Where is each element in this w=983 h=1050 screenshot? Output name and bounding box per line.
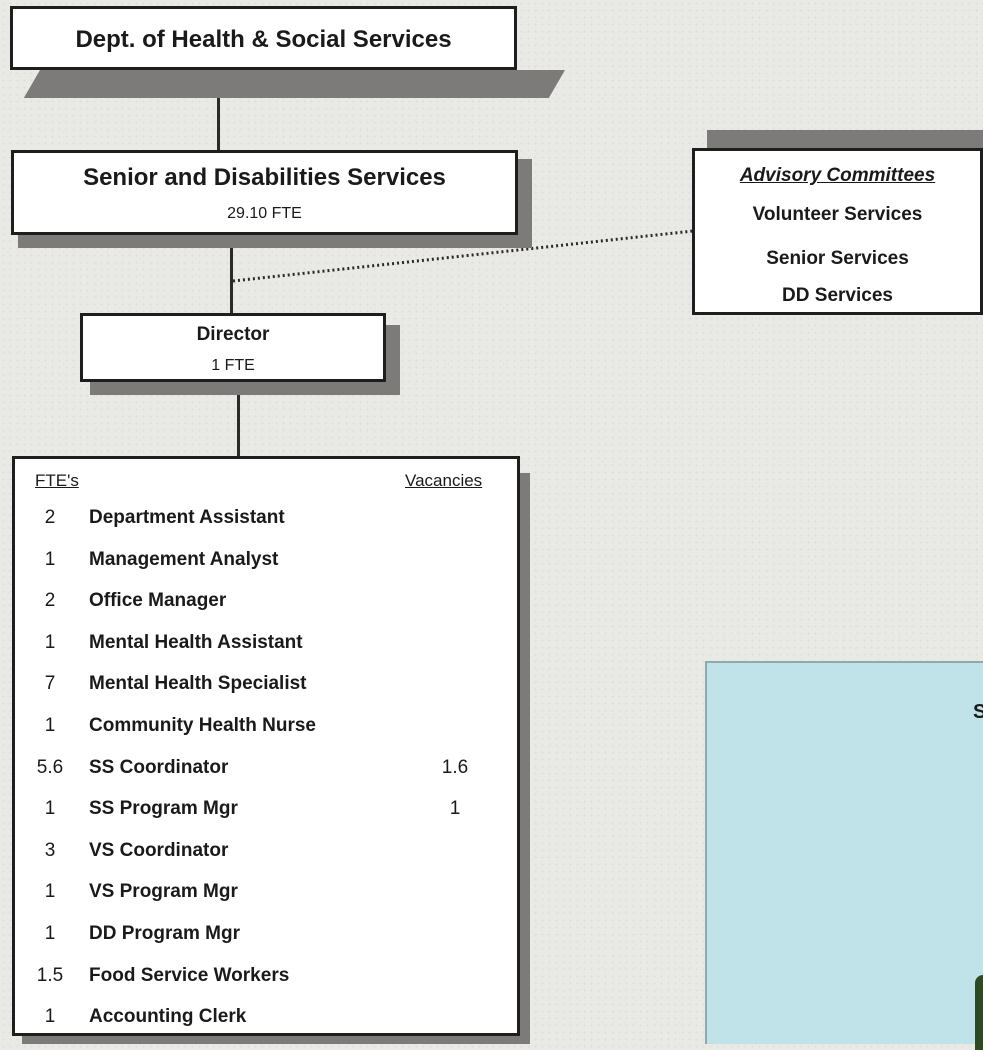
staff-row: 7 Mental Health Specialist [15,673,517,714]
staff-row: 1 Accounting Clerk [15,1006,517,1047]
advisory-item-senior-services: Senior Services [766,248,909,269]
staff-row-position: Office Manager [89,590,227,612]
staff-row-fte: 7 [44,673,56,695]
staff-row-fte: 1 [44,881,56,903]
staff-row-fte: 1.5 [36,964,64,986]
staff-row: 2 Department Assistant [15,507,517,548]
vacancies-column-header: Vacancies [405,471,483,490]
staff-row: 2 Office Manager [15,590,517,631]
advisory-item-volunteer-services: Volunteer Services [752,204,923,225]
staff-row-position: SS Coordinator [89,756,229,778]
staff-row: 1 Community Health Nurse [15,715,517,756]
dept-box: Dept. of Health & Social Services [10,6,517,70]
staff-row-position: SS Program Mgr [89,798,238,820]
fte-column-header: FTE's [35,471,79,490]
staff-row: 1 Mental Health Assistant [15,632,517,673]
staff-row-fte: 1 [44,548,56,570]
staff-row: 3 VS Coordinator [15,840,517,881]
staff-row-position: DD Program Mgr [89,923,240,944]
cropped-panel-text: S [973,701,983,723]
dept-title: Dept. of Health & Social Services [75,26,452,53]
staff-row-position: Community Health Nurse [89,715,316,736]
director-box: Director 1 FTE [80,313,386,382]
director-fte: 1 FTE [211,357,255,374]
cropped-green-shape [975,975,983,1050]
staff-row-fte: 3 [44,839,56,861]
advisory-heading: Advisory Committees [739,165,936,186]
connector-director-to-staff [237,383,240,456]
staff-row-fte: 1 [44,1006,56,1028]
division-fte: 29.10 FTE [227,205,302,222]
staff-row: 1 VS Program Mgr [15,881,517,922]
staff-row-fte: 1 [44,923,56,944]
staff-row-vacancies: 1 [449,798,461,820]
staff-row: 1.5 Food Service Workers [15,965,517,1006]
staff-row-fte: 1 [44,715,56,736]
dept-box-shadow [23,70,566,98]
advisory-item-dd-services: DD Services [782,285,893,306]
staff-row-position: VS Program Mgr [89,881,238,903]
staff-row-fte: 5.6 [36,756,64,778]
staff-row-fte: 2 [44,507,56,528]
staff-row-position: Food Service Workers [89,964,290,986]
staff-row-position: Mental Health Specialist [89,673,307,695]
staff-row: 1 SS Program Mgr 1 [15,798,517,839]
staff-row: 5.6 SS Coordinator 1.6 [15,757,517,798]
staff-row-position: Department Assistant [89,507,285,528]
staff-row-vacancies: 1.6 [441,756,469,778]
staff-row: 1 Management Analyst [15,549,517,590]
staff-row-position: Accounting Clerk [89,1006,247,1028]
advisory-box: Advisory Committees Volunteer Services S… [692,148,983,315]
staff-row-position: Management Analyst [89,548,279,570]
staff-row: 1 DD Program Mgr [15,923,517,964]
connector-dept-to-division [217,69,220,151]
staff-row-fte: 2 [44,590,56,612]
staff-list-box: FTE's Vacancies 2 Department Assistant 1 Ma… [12,456,520,1036]
connector-division-to-director [230,246,233,314]
staff-row-fte: 1 [44,631,56,653]
cropped-panel: S [705,661,983,1050]
division-title: Senior and Disabilities Services [83,164,446,191]
division-box: Senior and Disabilities Services 29.10 F… [11,150,518,235]
staff-row-position: Mental Health Assistant [89,631,303,653]
staff-row-fte: 1 [44,798,56,820]
director-title: Director [196,324,270,345]
staff-row-position: VS Coordinator [89,839,229,861]
